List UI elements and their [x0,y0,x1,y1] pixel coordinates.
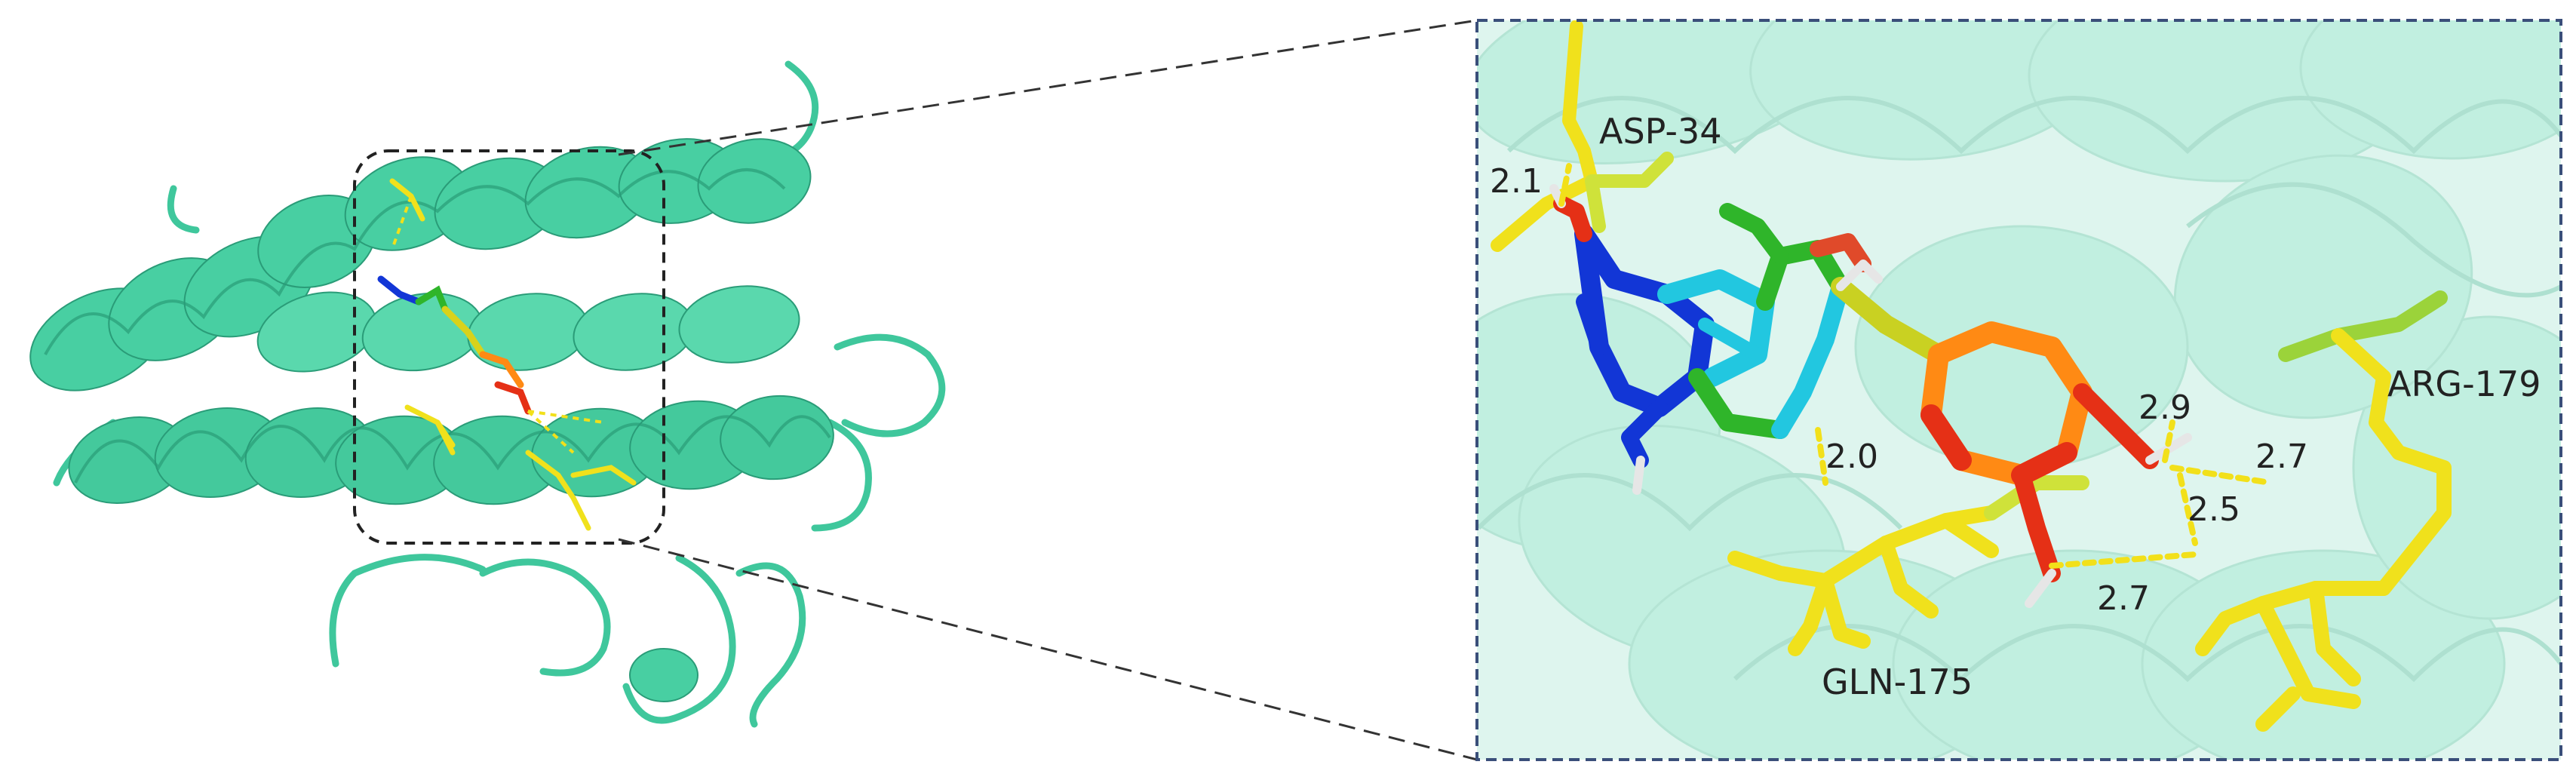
label-arg179: ARG-179 [2387,364,2541,404]
distance-n: 2.0 [1825,438,1878,476]
overview-hbonds [391,195,604,454]
protein-helices-lower [68,395,834,505]
distance-2-9: 2.9 [2138,388,2191,427]
hbond-lines [1558,163,2274,569]
ligand [1549,184,2192,608]
protein-overview [29,60,946,728]
zoom-border [1475,19,2562,761]
residue-arg179 [2195,290,2452,732]
residue-asp34 [1491,20,1674,252]
label-gln175: GLN-175 [1822,662,1973,702]
residue-gln175 [1727,475,2089,656]
distance-2-5: 2.5 [2188,490,2240,529]
callout-lines [618,19,1478,761]
protein-helices-middle [256,285,800,373]
distance-labels: 2.1 2.0 2.9 2.7 2.5 2.7 [1490,162,2308,618]
selection-box [353,149,665,545]
protein-loops [53,60,946,728]
protein-helices-upper [29,138,812,392]
label-asp34: ASP-34 [1599,111,1722,152]
protein-helix-small [629,648,698,702]
distance-asp: 2.1 [1490,162,1543,201]
overview-ligand [377,275,532,415]
distance-2-7a: 2.7 [2255,438,2308,476]
residue-labels: ASP-34 ARG-179 GLN-175 [1599,111,2541,702]
zoom-panel: 2.1 2.0 2.9 2.7 2.5 2.7 ASP-34 ARG-179 G… [1477,20,2561,760]
distance-2-7b: 2.7 [2097,579,2150,618]
